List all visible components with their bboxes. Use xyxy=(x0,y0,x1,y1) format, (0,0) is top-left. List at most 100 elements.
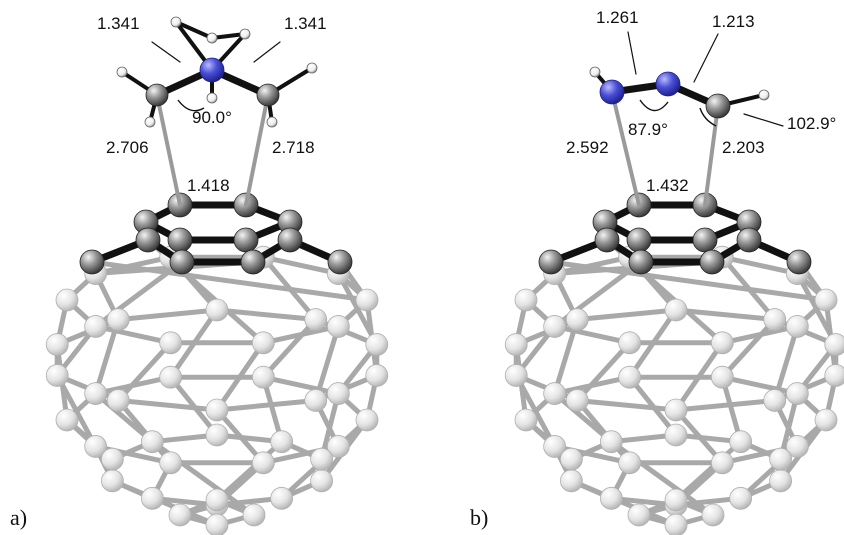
carbon-atom-light xyxy=(45,333,69,356)
carbon-atom-light xyxy=(618,331,642,355)
panel-a-structure xyxy=(45,16,389,535)
carbon-atom-light xyxy=(270,486,294,510)
hydrogen-atom xyxy=(266,116,278,128)
carbon-atom-light xyxy=(664,423,688,447)
carbon-atom-light xyxy=(55,288,79,312)
cage-back-bond xyxy=(260,254,341,277)
carbon-atom-light xyxy=(785,435,809,458)
cage-back-bond xyxy=(260,374,341,397)
carbon-atom-light xyxy=(205,298,229,322)
carbon-atom-light xyxy=(205,488,229,512)
carbon-atom-light xyxy=(251,451,275,475)
angle-arc xyxy=(699,107,717,127)
cage-back-bond xyxy=(673,397,778,413)
cage-back-bond xyxy=(574,397,679,413)
cage-back-bond xyxy=(89,259,370,303)
carbon-atom-light xyxy=(514,288,538,312)
indicator-line xyxy=(743,113,784,127)
carbon-atom-light xyxy=(55,408,79,432)
hydrogen-atom xyxy=(306,62,318,74)
hydrogen-atom xyxy=(206,32,218,44)
cage-back-bond xyxy=(552,391,614,445)
cage-back-bond xyxy=(260,317,319,380)
carbon-atom-light xyxy=(785,315,809,338)
nitrogen-atom xyxy=(199,57,225,83)
cage-back-bond xyxy=(794,271,839,348)
carbon-atom-light xyxy=(769,447,793,471)
carbon-atom-light xyxy=(310,469,334,493)
carbon-atom-light xyxy=(543,435,567,458)
carbon-atom-light xyxy=(168,503,192,527)
carbon-atom-light xyxy=(814,288,838,312)
cage-back-bond xyxy=(214,407,266,466)
carbon-atom-dark xyxy=(277,227,303,253)
carbon-atom-light xyxy=(84,435,108,458)
carbon-atom-light xyxy=(769,469,793,493)
carbon-atom-light xyxy=(242,503,266,527)
cage-back-bond xyxy=(548,259,829,303)
carbon-atom-dark xyxy=(79,249,105,275)
carbon-atom-dark xyxy=(327,249,353,275)
carbon-atom xyxy=(705,93,731,119)
cage-back-bond xyxy=(93,317,121,397)
indicator-line xyxy=(693,33,719,83)
carbon-atom-light xyxy=(710,331,734,355)
carbon-atom-dark xyxy=(233,227,259,253)
hydrogen-atom xyxy=(144,116,156,128)
carbon-atom-light xyxy=(205,513,229,535)
carbon-atom-light xyxy=(664,513,688,535)
carbon-atom-light xyxy=(814,408,838,432)
carbon-atom-light xyxy=(159,365,183,389)
carbon-atom-light xyxy=(664,298,688,322)
carbon-atom-light xyxy=(729,430,753,454)
cage-back-bond xyxy=(574,340,633,403)
carbon-atom-dark xyxy=(167,227,193,253)
carbon-atom-light xyxy=(763,389,787,412)
carbon-atom-light xyxy=(100,447,124,471)
carbon-atom-light xyxy=(355,408,379,432)
panel-b-label: b) xyxy=(470,505,489,530)
cage-back-bond xyxy=(574,397,633,466)
carbon-atom-dark xyxy=(699,249,725,275)
panel-b-cage-bond-label: 1.432 xyxy=(646,176,689,195)
hydrogen-atom xyxy=(758,89,770,101)
cage-back-bond xyxy=(673,439,744,503)
panel-b-angle-ccn-label: 102.9° xyxy=(787,114,837,133)
carbon-atom-light xyxy=(270,430,294,454)
carbon-atom-light xyxy=(159,451,183,475)
carbon-atom-light xyxy=(304,308,328,331)
carbon-atom-light xyxy=(824,333,844,356)
panel-a-bond-cn-left-label: 1.341 xyxy=(97,14,140,33)
panel-b-angle-nnc-label: 87.9° xyxy=(628,120,668,139)
carbon-atom-light xyxy=(205,398,229,422)
angle-arc xyxy=(177,99,205,112)
cage-back-bond xyxy=(115,397,220,413)
panel-b-bond-nc-label: 1.213 xyxy=(712,12,755,31)
carbon-atom-light xyxy=(140,486,164,510)
carbon-atom xyxy=(145,83,169,107)
carbon-atom-light xyxy=(729,486,753,510)
cage-back-bond xyxy=(93,323,174,346)
carbon-atom-light xyxy=(159,331,183,355)
carbon-atom-light xyxy=(710,451,734,475)
carbon-atom-light xyxy=(504,364,528,387)
carbon-atom-light xyxy=(514,408,538,432)
carbon-atom-dark xyxy=(628,249,654,275)
cage-back-bond xyxy=(673,407,725,466)
cage-back-bond xyxy=(719,254,800,277)
cage-back-bond xyxy=(574,307,679,323)
carbon-atom-light xyxy=(710,365,734,389)
cage-back-bond xyxy=(552,323,633,346)
carbon-atom-light xyxy=(543,382,567,405)
carbon-atom-dark xyxy=(169,249,195,275)
carbon-atom xyxy=(256,83,280,107)
hydrogen-atom xyxy=(589,66,601,78)
carbon-atom-light xyxy=(627,503,651,527)
cage-back-bond xyxy=(673,340,725,413)
carbon-atom-light xyxy=(599,430,623,454)
cage-back-bond xyxy=(168,307,220,380)
carbon-atom-light xyxy=(205,423,229,447)
long-contact-line-right xyxy=(703,104,720,207)
carbon-atom-light xyxy=(326,435,350,458)
